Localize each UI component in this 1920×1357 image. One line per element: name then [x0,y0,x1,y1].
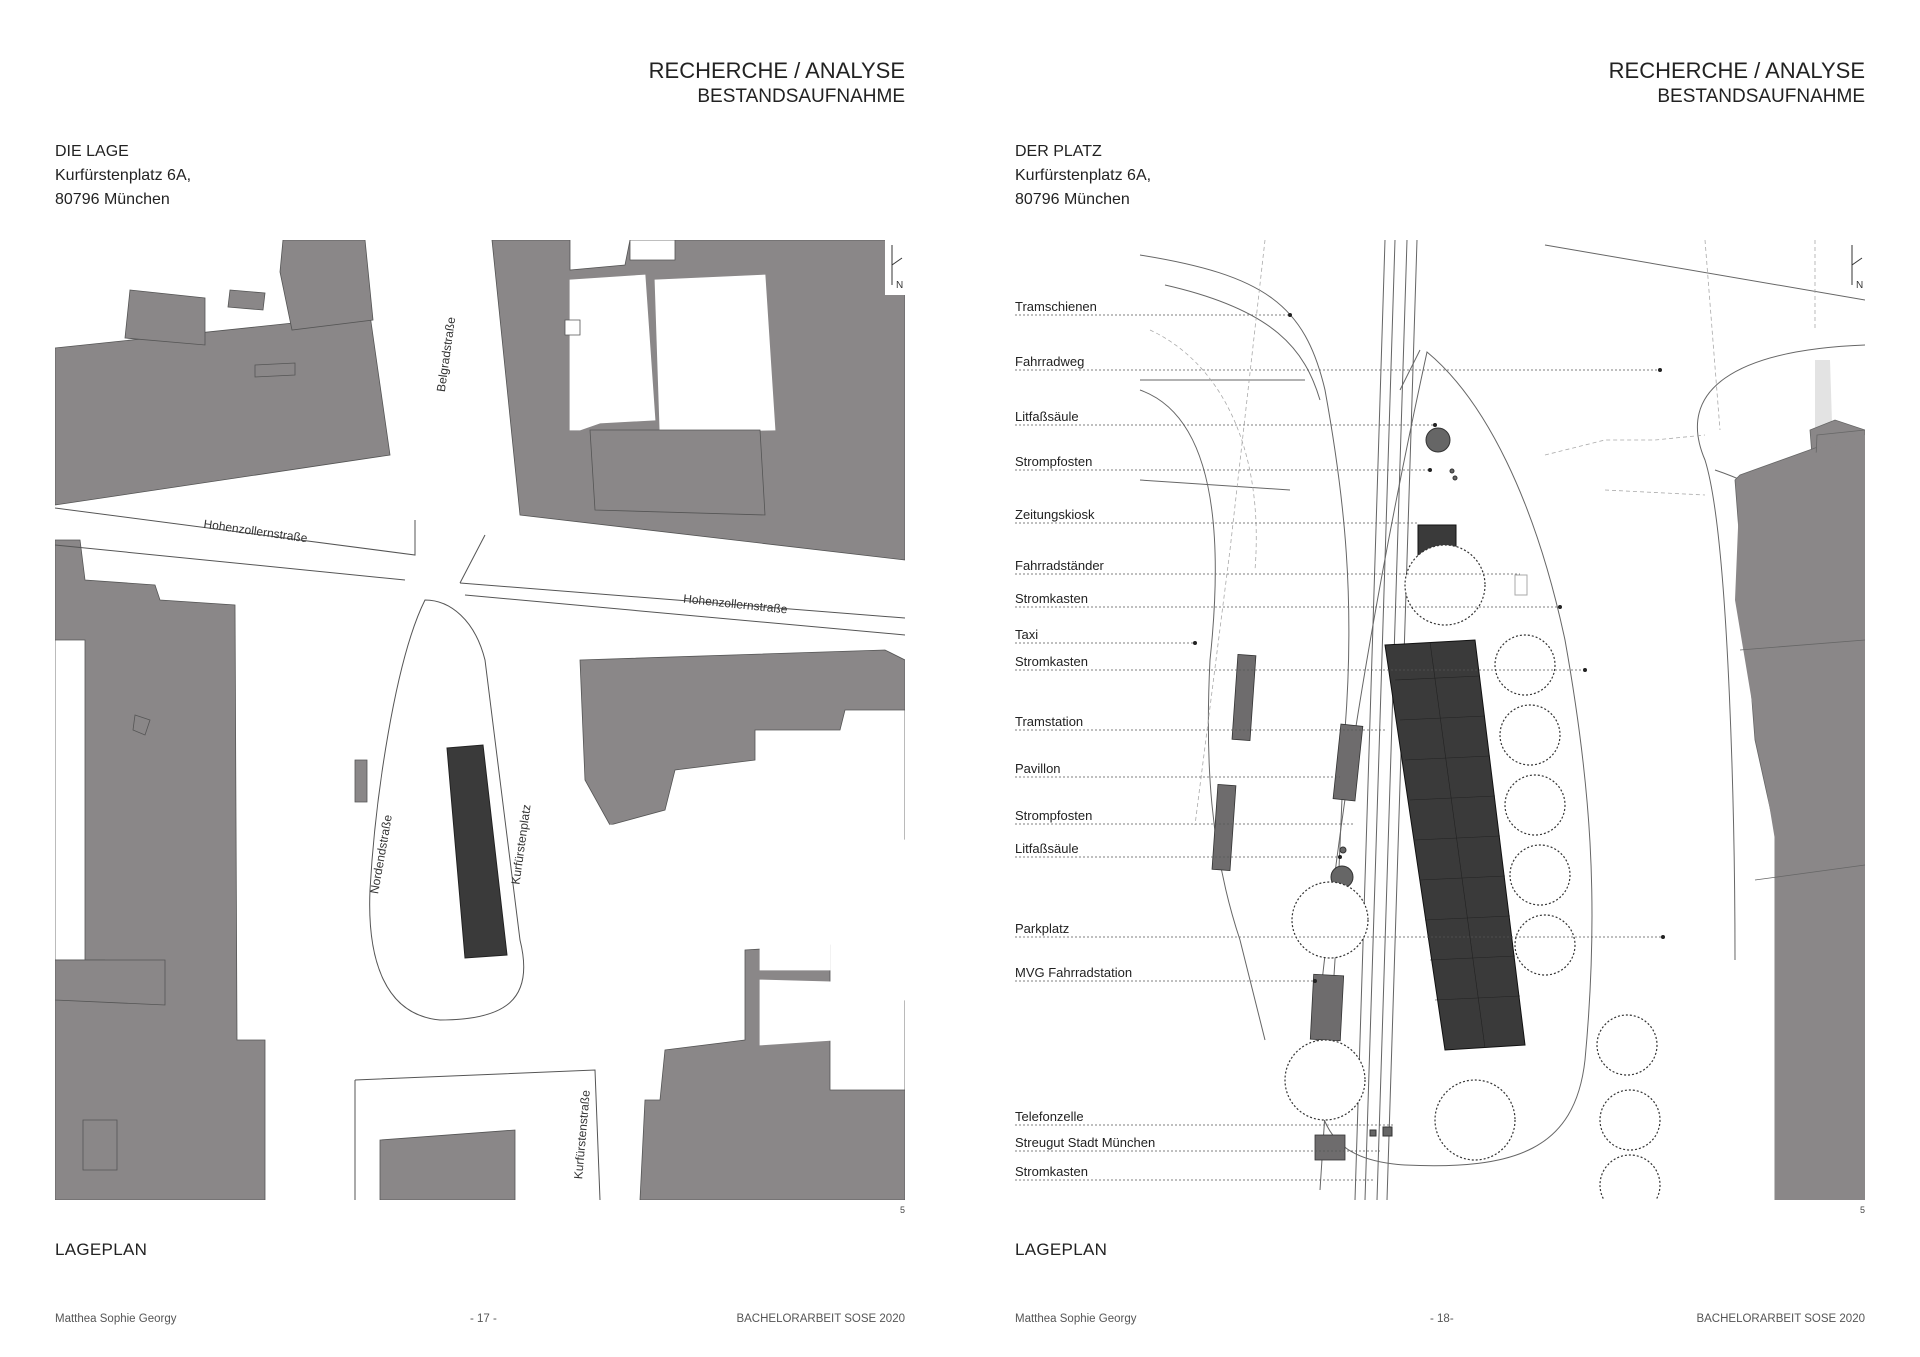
square-plan: N Tramschienen Fahrradweg [1015,240,1865,1200]
location-heading: DER PLATZ [1015,143,1102,160]
label-fahrradweg: Fahrradweg [1015,354,1084,369]
street-label: Nordendstraße [367,813,395,895]
location-block: DIE LAGE Kurfürstenplatz 6A, 80796 Münch… [55,140,191,212]
location-block: DER PLATZ Kurfürstenplatz 6A, 80796 Münc… [1015,140,1151,212]
label-telefonzelle: Telefonzelle [1015,1109,1084,1124]
label-strompfosten: Strompfosten [1015,454,1092,469]
building [279,240,374,331]
map-page-number: 5 [900,1205,906,1215]
section-subtitle: BESTANDSAUFNAHME [697,86,905,107]
label-strompfosten: Strompfosten [1015,808,1092,823]
label-stromkasten: Stromkasten [1015,591,1088,606]
label-fahrradstaender: Fahrradständer [1015,558,1105,573]
plan-caption: LAGEPLAN [1015,1240,1108,1259]
label-parkplatz: Parkplatz [1015,921,1069,936]
street-label: Kurfürstenplatz [508,804,533,886]
left-page: RECHERCHE / ANALYSE BESTANDSAUFNAHME DIE… [55,58,906,1325]
footer-thesis: BACHELORARBEIT SOSE 2020 [736,1313,905,1325]
street-label: Hohenzollernstraße [683,592,789,617]
label-pavillon: Pavillon [1015,761,1061,776]
plan-caption: LAGEPLAN [55,1240,148,1259]
label-streugut: Streugut Stadt München [1015,1135,1155,1150]
right-page: RECHERCHE / ANALYSE BESTANDSAUFNAHME DER… [960,0,1920,1357]
label-tramschienen: Tramschienen [1015,299,1097,314]
section-title: RECHERCHE / ANALYSE [1608,58,1865,83]
svg-text:N: N [896,280,903,291]
site-map: Belgradstraße Hohenzollernstraße Hohenzo… [55,240,905,1200]
street-label: Hohenzollernstraße [203,517,309,545]
map-page-number: 5 [1860,1205,1866,1215]
section-title: RECHERCHE / ANALYSE [648,58,905,83]
street-label: Belgradstraße [434,316,458,393]
footer-thesis: BACHELORARBEIT SOSE 2020 [1696,1313,1865,1325]
label-litfasssaeule: Litfaßsäule [1015,409,1079,424]
north-arrow-icon: N [1845,240,1865,295]
location-city: 80796 München [1015,191,1130,208]
footer-author: Matthea Sophie Georgy [55,1313,177,1325]
label-zeitungskiosk: Zeitungskiosk [1015,507,1095,522]
section-header: RECHERCHE / ANALYSE BESTANDSAUFNAHME [1609,58,1865,110]
tree-icon [1284,544,1661,1200]
label-mvg-fahrradstation: MVG Fahrradstation [1015,965,1132,980]
location-heading: DIE LAGE [55,143,129,160]
label-stromkasten: Stromkasten [1015,1164,1088,1179]
footer-author: Matthea Sophie Georgy [1015,1313,1137,1325]
label-tramstation: Tramstation [1015,714,1083,729]
svg-text:N: N [1856,280,1863,291]
label-stromkasten: Stromkasten [1015,654,1088,669]
footer-page-number: - 18- [1430,1313,1454,1325]
pavilion-roof [1384,639,1526,1051]
location-street: Kurfürstenplatz 6A, [55,167,192,184]
section-header: RECHERCHE / ANALYSE BESTANDSAUFNAHME [649,58,905,110]
north-arrow-icon: N [885,240,905,295]
footer-page-number: - 17 - [470,1313,497,1325]
label-taxi: Taxi [1015,627,1038,642]
section-subtitle: BESTANDSAUFNAHME [1657,86,1865,107]
label-litfasssaeule: Litfaßsäule [1015,841,1079,856]
street-label: Kurfürstenstraße [571,1089,593,1180]
location-city: 80796 München [55,191,170,208]
location-street: Kurfürstenplatz 6A, [1015,167,1152,184]
